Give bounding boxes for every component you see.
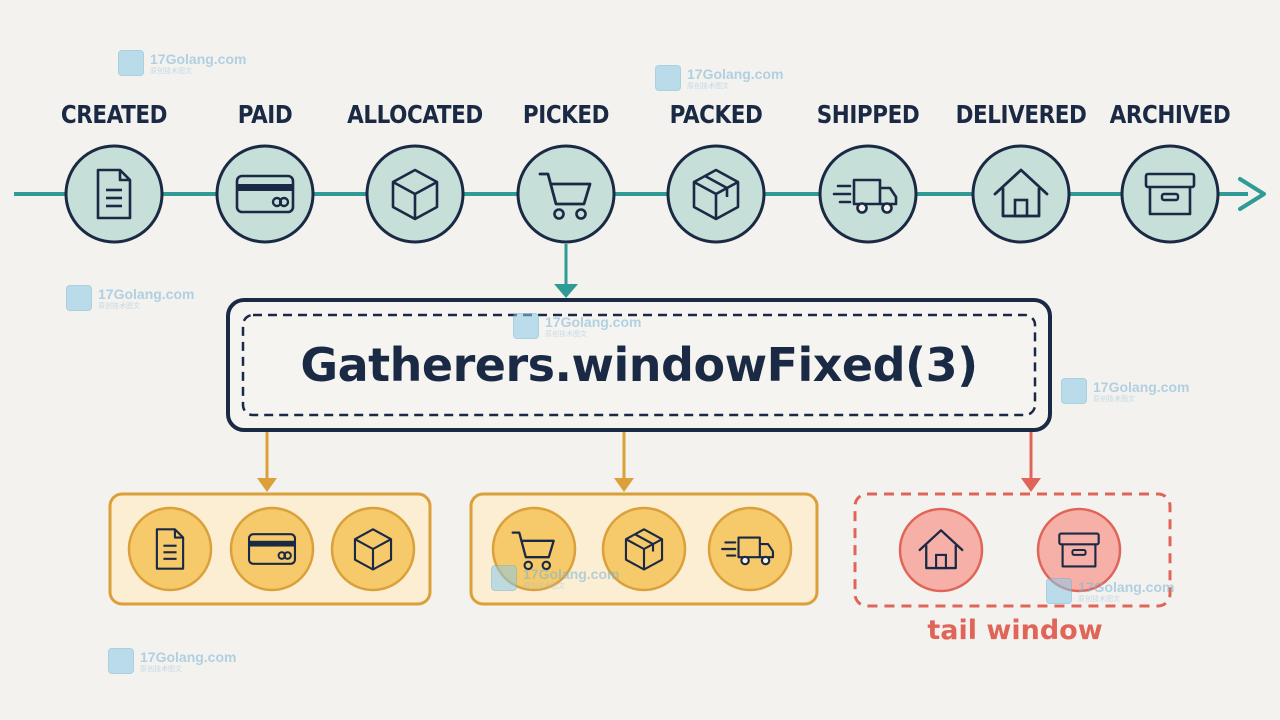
stage-node-packed: [666, 144, 766, 244]
stage-label-created: CREATED: [60, 100, 168, 129]
stage-nodes: [64, 144, 1220, 244]
tail-window-label: tail window: [927, 615, 1103, 646]
window-item-circle: [707, 506, 793, 592]
window-groups: [108, 492, 1172, 608]
stage-label-allocated: ALLOCATED: [347, 100, 483, 129]
window-item-circle: [491, 506, 577, 592]
stage-circle: [516, 144, 616, 244]
stage-label-delivered: DELIVERED: [955, 100, 1087, 129]
window-group-2: [469, 492, 819, 606]
stage-label-picked: PICKED: [522, 100, 610, 129]
gatherer-box: [226, 298, 1052, 432]
window-group-1: [108, 492, 432, 606]
tail-window-frame: [853, 492, 1172, 608]
flow-arrow: [14, 177, 1266, 211]
stage-node-picked: [516, 144, 616, 244]
window-arrows: [257, 432, 1041, 492]
stage-label-packed: PACKED: [669, 100, 763, 129]
stage-circle: [215, 144, 315, 244]
window-item-circle: [898, 507, 984, 593]
stage-label-shipped: SHIPPED: [816, 100, 920, 129]
window-item-circle: [229, 506, 315, 592]
stage-circle: [64, 144, 164, 244]
stage-label-paid: PAID: [237, 100, 293, 129]
stage-node-archived: [1120, 144, 1220, 244]
stage-circle: [971, 144, 1071, 244]
stage-node-shipped: [818, 144, 918, 244]
window-item-circle: [127, 506, 213, 592]
stage-label-archived: ARCHIVED: [1109, 100, 1231, 129]
stage-node-paid: [215, 144, 315, 244]
stage-node-delivered: [971, 144, 1071, 244]
tail-window-group: [853, 492, 1172, 608]
gatherer-label: Gatherers.windowFixed(3): [300, 338, 978, 392]
picked-to-gatherer-arrow: [554, 244, 578, 298]
stage-circle: [818, 144, 918, 244]
stage-node-created: [64, 144, 164, 244]
stage-node-allocated: [365, 144, 465, 244]
